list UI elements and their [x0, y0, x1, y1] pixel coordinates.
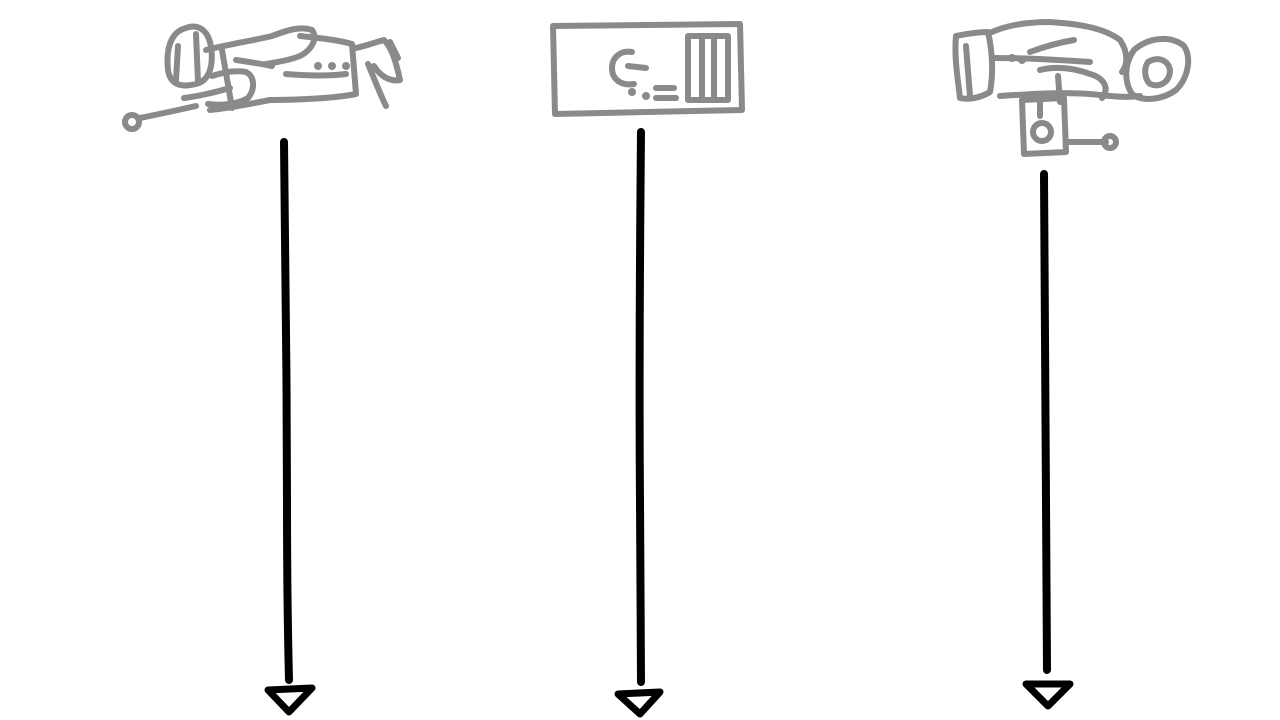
lifeline-2: [635, 128, 645, 686]
lifeline-1: [280, 138, 293, 684]
participant-3: [952, 19, 1192, 710]
participant-1: [122, 23, 403, 716]
device-box-icon: [550, 21, 745, 117]
lifeline-3-arrowhead: [1022, 680, 1074, 710]
right-hand-tool-icon: [952, 19, 1192, 157]
lifeline-2-arrowhead: [614, 688, 664, 718]
lifeline-1-arrowhead: [264, 684, 316, 716]
left-hand-tool-icon: [122, 23, 403, 132]
lifeline-3: [1040, 170, 1051, 674]
participant-2: [550, 21, 745, 718]
